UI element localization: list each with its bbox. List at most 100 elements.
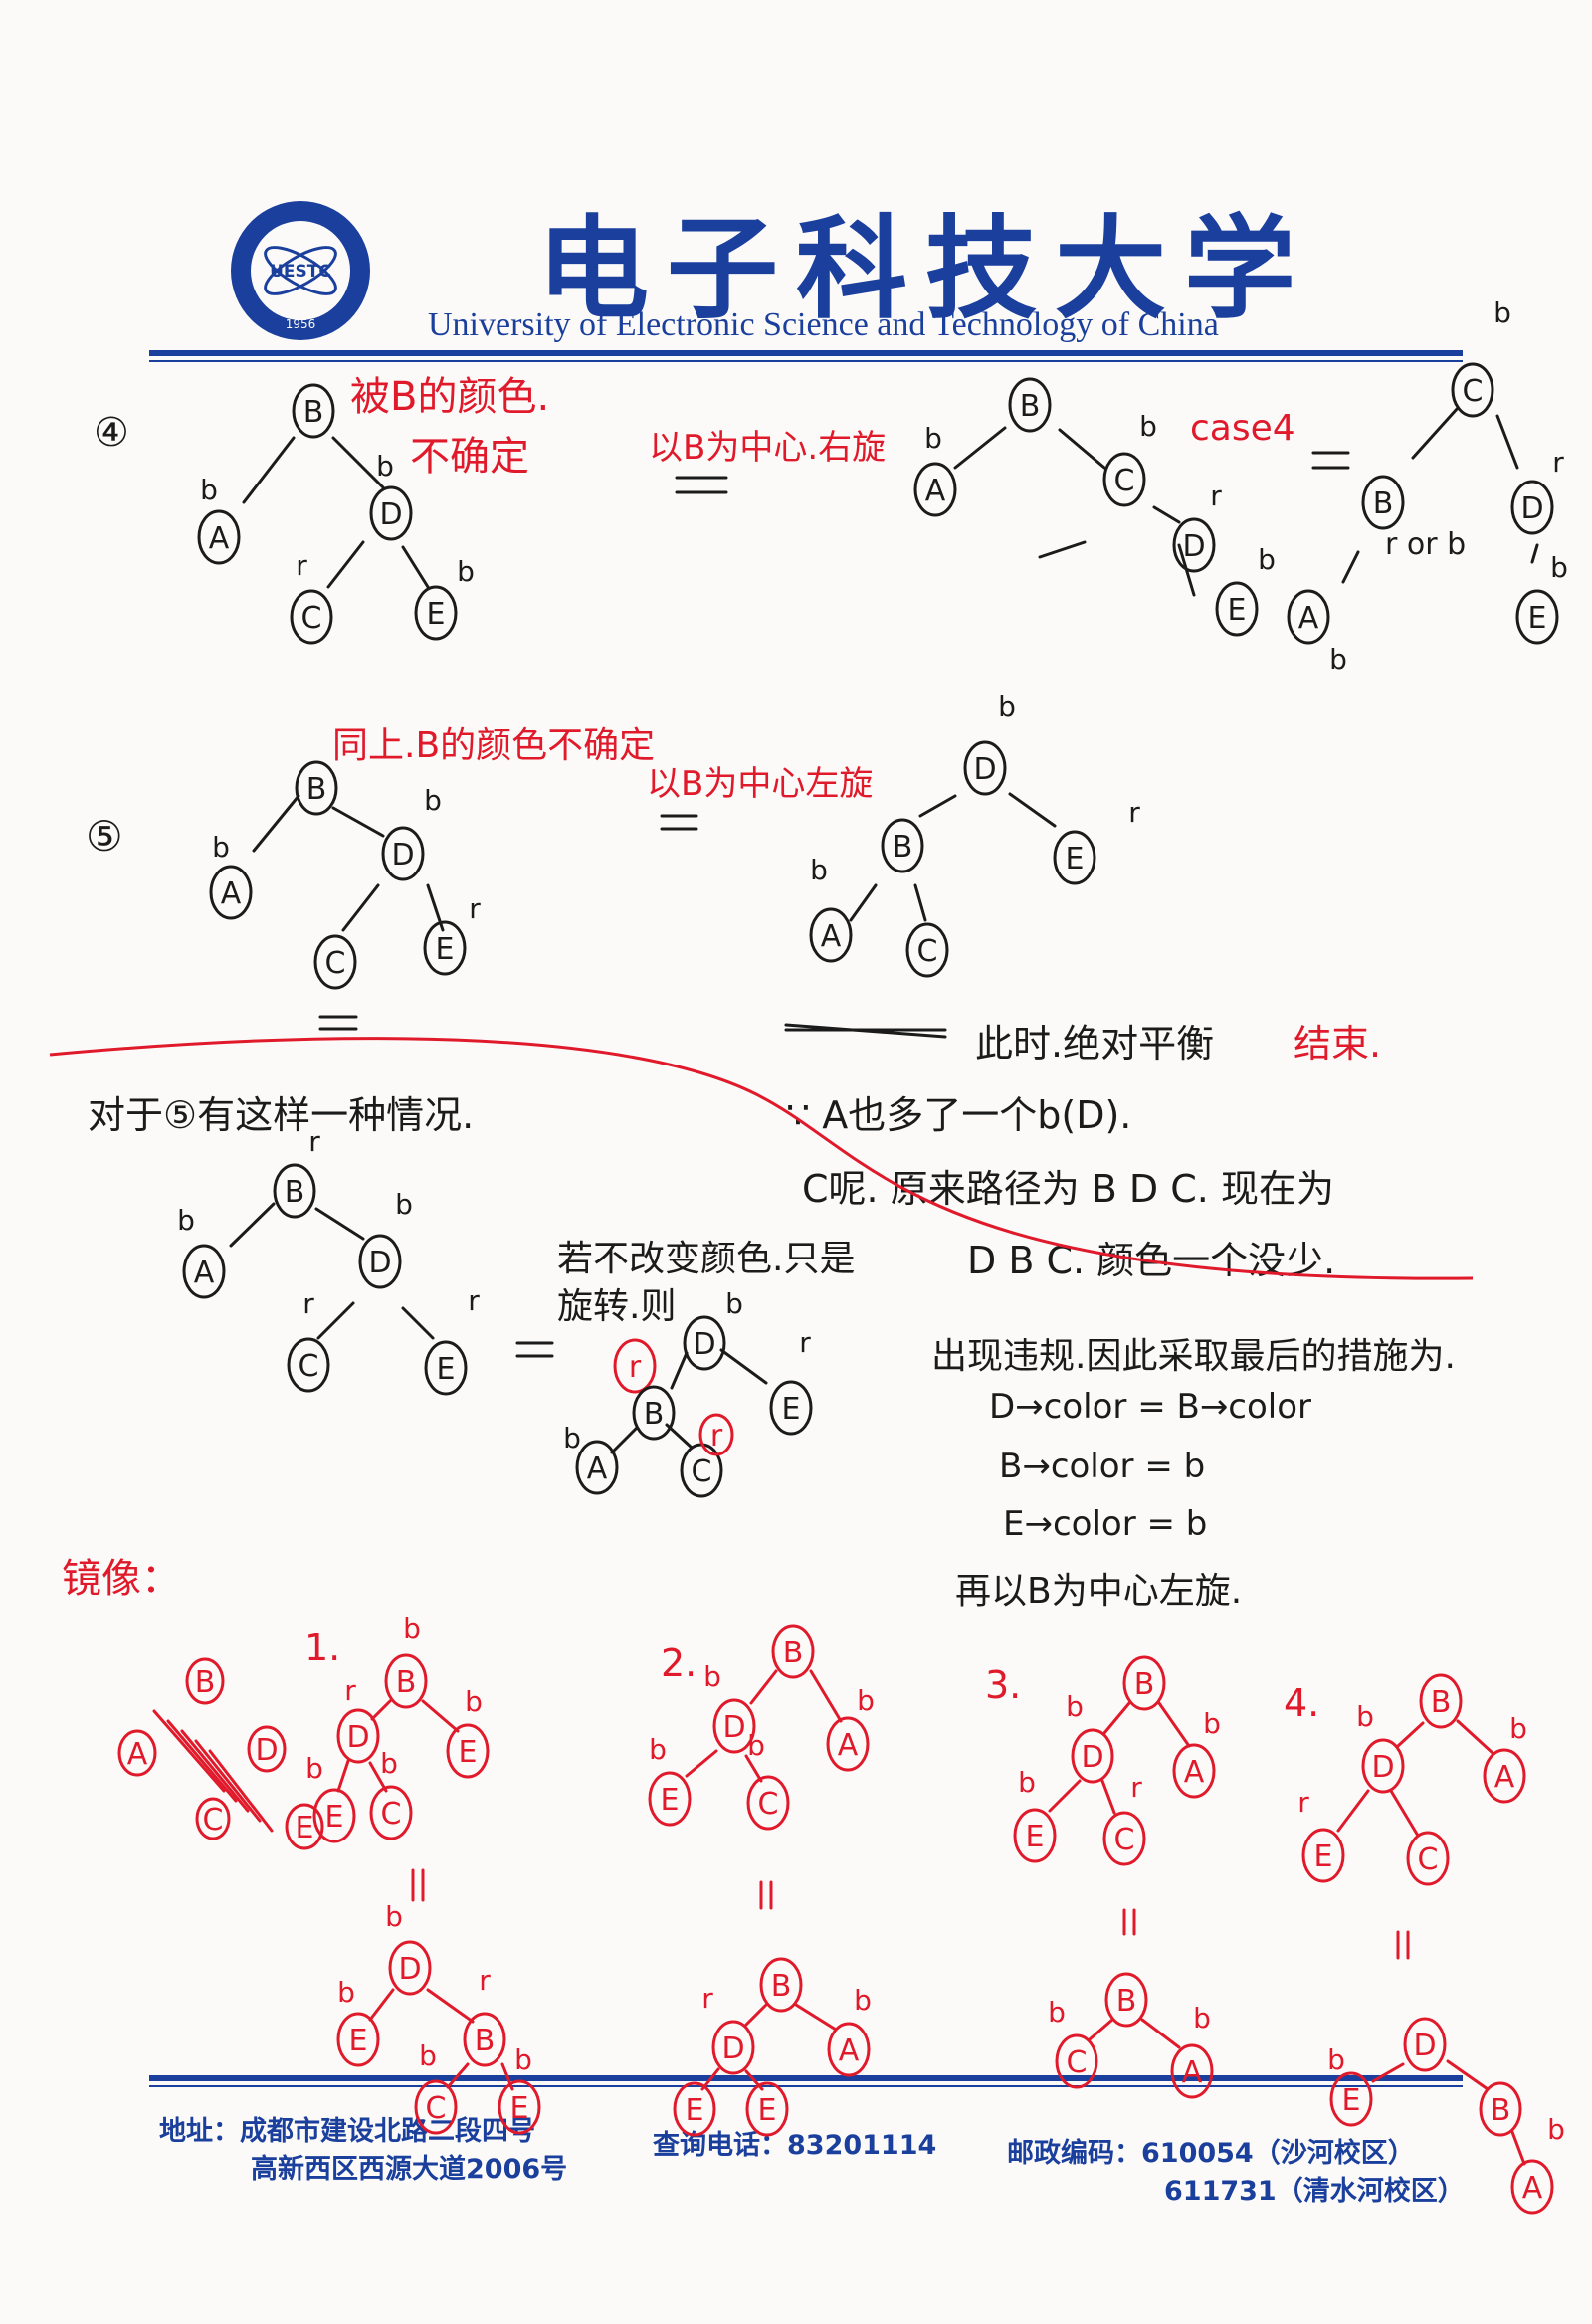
node-label-C: C — [1463, 374, 1484, 409]
footer-rule-thin — [149, 2085, 1463, 2087]
node-color-tag: b — [1139, 410, 1157, 443]
node-C — [313, 934, 357, 990]
node-color-tag: b — [1018, 1766, 1036, 1799]
node-color-tag: b — [725, 1287, 743, 1320]
node-label-A: A — [1184, 1755, 1205, 1790]
node-A — [117, 1729, 157, 1777]
node-C — [195, 1797, 231, 1840]
node-label-E: E — [1066, 842, 1085, 876]
tree-edge — [670, 1351, 689, 1390]
node-color-tag: b — [1550, 551, 1568, 584]
node-label-C: C — [1418, 1842, 1439, 1877]
tree-edge — [314, 1207, 365, 1241]
node-label-E: E — [510, 2091, 529, 2126]
node-C — [1102, 1811, 1146, 1866]
tree-edge — [953, 426, 1007, 470]
node-label-A: A — [1298, 601, 1319, 636]
node-label-r: r — [710, 1419, 723, 1453]
violation-note: 出现违规.因此采取最后的措施为. — [931, 1336, 1456, 1377]
node-label-C: C — [758, 1787, 779, 1822]
tree-edge — [326, 540, 365, 589]
node-C — [290, 589, 333, 645]
node-A — [913, 462, 957, 517]
node-label-A: A — [209, 521, 230, 556]
node-E — [1301, 1828, 1345, 1883]
tree-edge — [918, 794, 957, 818]
node-label-A: A — [1522, 2171, 1543, 2206]
tree-edge — [1396, 1721, 1425, 1748]
tree-edge — [368, 1988, 395, 2022]
node-color-tag: r — [1297, 1786, 1309, 1819]
tree-edge — [784, 1023, 947, 1039]
node-label-E: E — [758, 2093, 777, 2128]
node-color-tag: r — [1210, 480, 1222, 512]
node-color-tag: r — [479, 1964, 491, 1997]
node-color-tag: b — [376, 450, 394, 483]
tree-edge — [229, 1202, 276, 1248]
tree-edge — [331, 806, 385, 838]
node-B — [463, 2012, 506, 2067]
rotate-then-note: 旋转.则 — [557, 1286, 677, 1327]
node-label-D: D — [1413, 2029, 1436, 2063]
node-E — [285, 1803, 324, 1850]
node-color-tag: b — [177, 1204, 195, 1237]
node-color-tag: b — [380, 1747, 398, 1780]
node-color-tag: r — [1130, 1771, 1142, 1804]
node-B — [759, 1957, 803, 2013]
node-label-A: A — [839, 2034, 860, 2068]
node-color-tag: b — [924, 422, 942, 455]
node-color-tag: b — [424, 784, 442, 817]
tree-edge — [744, 2003, 768, 2027]
node-E — [446, 1723, 490, 1779]
case5-note: 同上.B的颜色不确定 — [332, 725, 656, 766]
node-color-tag: b — [857, 1684, 875, 1717]
fix-step-3: E→color = b — [1003, 1504, 1208, 1544]
node-color-tag: b — [200, 474, 218, 506]
node-color-tag: r — [344, 1674, 356, 1707]
node-E — [336, 2012, 380, 2067]
svg-text:UESTC: UESTC — [270, 262, 331, 282]
header-rule-thick — [149, 350, 1463, 356]
node-label-A: A — [838, 1728, 859, 1763]
node-color-tag: r — [1552, 446, 1564, 479]
node-label-B: B — [783, 1636, 804, 1670]
node-label-C: C — [692, 1454, 712, 1489]
node-label-C: C — [203, 1803, 224, 1838]
node-label-B: B — [1116, 1984, 1137, 2019]
node-E — [1515, 589, 1559, 645]
node-color-tag: b — [403, 1612, 421, 1645]
node-color-tag: b — [703, 1660, 721, 1693]
node-color-tag: b — [1356, 1700, 1374, 1733]
other-case-note: 对于⑤有这样一种情况. — [88, 1093, 475, 1137]
node-label-D: D — [346, 1720, 369, 1755]
node-E — [312, 1788, 356, 1843]
footer-address-1: 地址：成都市建设北路二段四号 — [159, 2116, 535, 2147]
tree-edge — [1530, 543, 1539, 564]
case5-rotate-note: 以B为中心左旋 — [647, 764, 874, 804]
node-E — [1329, 2071, 1373, 2127]
balanced-note: 此时.绝对平衡 — [975, 1022, 1215, 1065]
tree-edge — [1152, 505, 1181, 524]
node-D — [963, 740, 1007, 796]
node-color-tag: b — [1327, 2043, 1345, 2076]
node-label-E: E — [1528, 601, 1547, 636]
node-label-C: C — [917, 934, 938, 969]
tree-edge — [500, 2062, 514, 2091]
node-A — [182, 1244, 226, 1299]
node-D — [1510, 480, 1554, 535]
node-color-tag: b — [1203, 1707, 1221, 1740]
mirror-1-label: 1. — [304, 1626, 341, 1669]
node-A — [827, 2022, 871, 2077]
node-color-tag: b — [1509, 1712, 1527, 1745]
node-label-D: D — [398, 1952, 421, 1987]
tree-edge — [166, 1719, 238, 1803]
node-A — [209, 865, 253, 920]
node-label-C: C — [1114, 1823, 1135, 1857]
node-r — [613, 1338, 657, 1394]
c-path-note-1: C呢. 原来路径为 B D C. 现在为 — [802, 1167, 1334, 1211]
node-label-E: E — [349, 2024, 368, 2058]
node-label-E: E — [427, 597, 446, 632]
node-label-D: D — [368, 1246, 391, 1280]
mirror-3-label: 3. — [985, 1663, 1022, 1707]
